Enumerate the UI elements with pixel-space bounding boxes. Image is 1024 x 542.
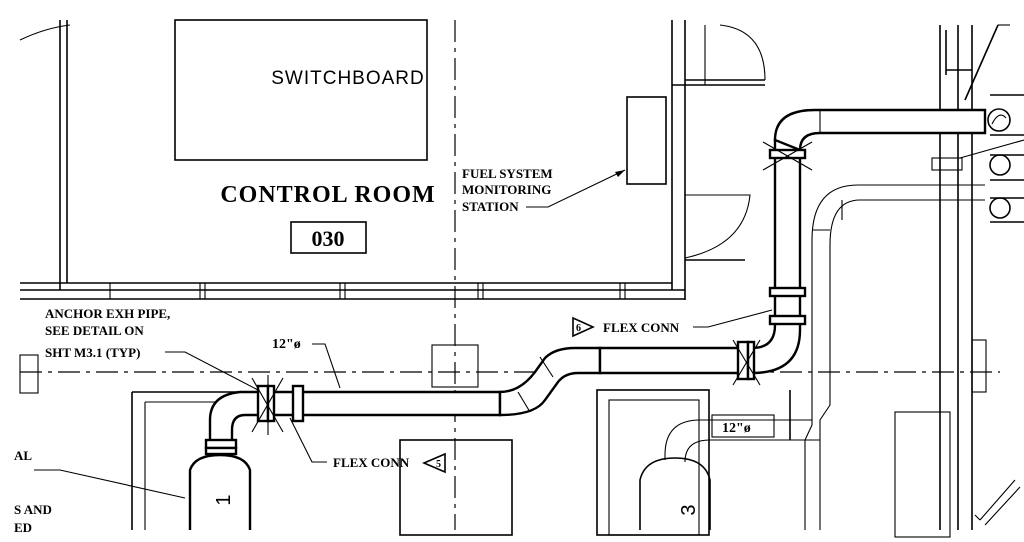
column-box (431, 344, 479, 388)
svg-text:ED: ED (14, 520, 32, 535)
door-swing-lower (684, 194, 751, 259)
room-number-box (290, 221, 367, 254)
anchor-note: ANCHOR EXH PIPE, SEE DETAIL ON SHT M3.1 … (45, 306, 170, 360)
door-swing-arc (19, 24, 71, 41)
flex-conn-6: 6 FLEX CONN (572, 309, 773, 338)
svg-text:SHT M3.1 (TYP): SHT M3.1 (TYP) (45, 345, 140, 360)
exhaust-pipe-main (208, 108, 987, 447)
control-room-label: CONTROL ROOM (220, 182, 435, 208)
exhaust-pipe-secondary: 3 (639, 184, 985, 530)
left-cut-note: AL S AND ED (14, 448, 52, 535)
engine-1: 1 (188, 453, 252, 530)
room-number: 030 (312, 226, 345, 251)
svg-text:FLEX CONN: FLEX CONN (333, 455, 410, 470)
engine-1-label: 1 (213, 494, 235, 505)
small-box-left (19, 354, 39, 394)
svg-text:STATION: STATION (462, 199, 519, 214)
fuel-note-leader (526, 169, 626, 208)
switchboard-outline (174, 19, 428, 161)
flex-conn-5: FLEX CONN 5 (289, 417, 446, 474)
anchor-leader (165, 351, 259, 391)
pipe-size-secondary: 12"ø (722, 421, 751, 436)
switchboard-label: SWITCHBOARD (271, 68, 425, 89)
svg-text:FLEX CONN: FLEX CONN (603, 320, 680, 335)
svg-text:5: 5 (436, 459, 441, 470)
svg-text:ANCHOR EXH PIPE,: ANCHOR EXH PIPE, (45, 306, 170, 321)
svg-text:AL: AL (14, 448, 32, 463)
pipe-size-main: 12"ø (272, 337, 301, 352)
engine-3-label: 3 (678, 504, 700, 515)
door-swing-upper (704, 24, 766, 85)
left-note-leader (34, 469, 186, 499)
svg-text:S AND: S AND (14, 502, 52, 517)
svg-text:6: 6 (576, 323, 581, 334)
fuel-monitoring-station (626, 96, 667, 185)
pipe-ends-right (931, 24, 1024, 526)
svg-text:SEE DETAIL ON: SEE DETAIL ON (45, 323, 144, 338)
fuel-system-note: FUEL SYSTEM MONITORING STATION (462, 166, 553, 214)
control-room-walls (20, 20, 765, 300)
svg-text:MONITORING: MONITORING (462, 182, 551, 197)
svg-text:FUEL SYSTEM: FUEL SYSTEM (462, 166, 553, 181)
